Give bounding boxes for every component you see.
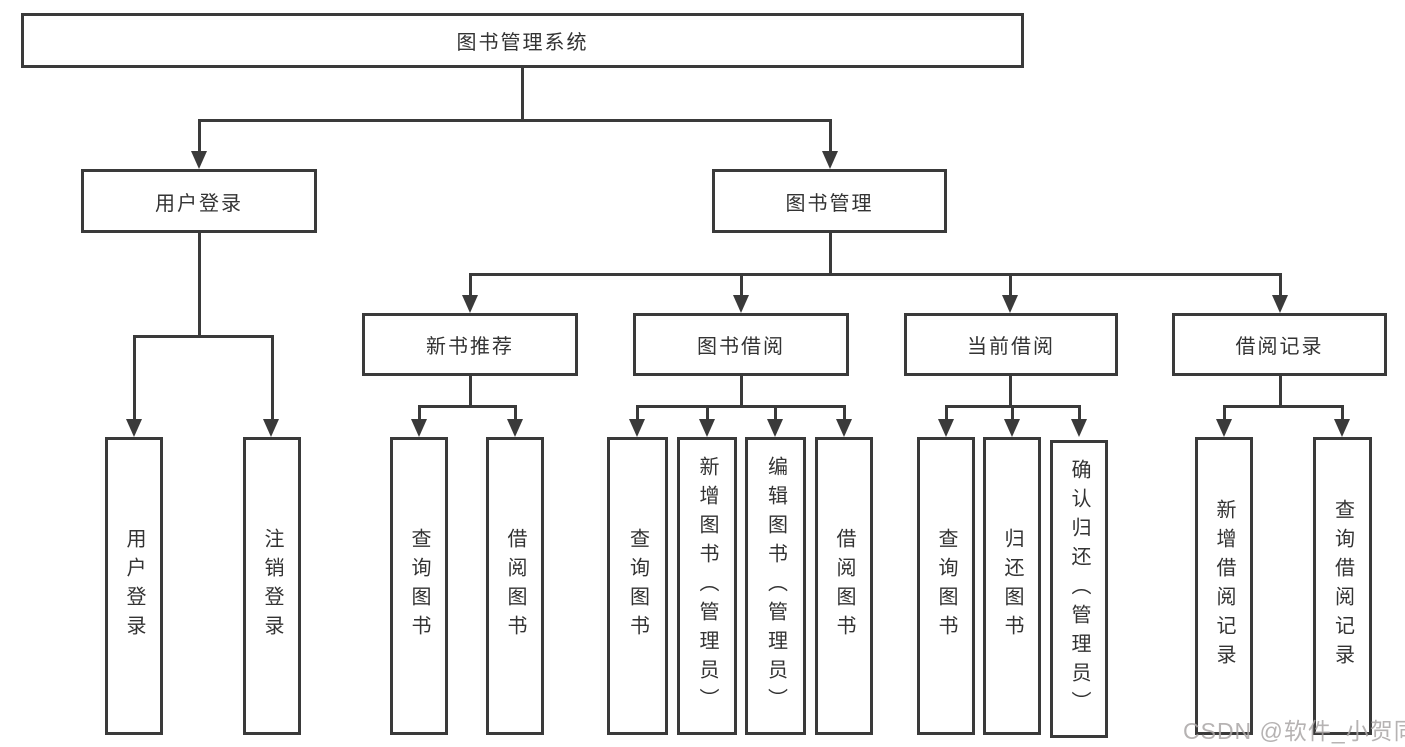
arrowhead-icon [263,419,279,437]
connector-stem [1009,376,1012,405]
connector-drop [1009,273,1012,295]
connector-drop [774,405,777,419]
connector-drop [636,405,639,419]
arrowhead-icon [836,419,852,437]
arrowhead-icon [822,151,838,169]
leaf-query-books: 查询图书 [917,437,975,735]
connector-drop [418,405,421,419]
leaf-add-book-admin: 新增图书（管理员） [677,437,737,735]
arrowhead-icon [191,151,207,169]
arrowhead-icon [699,419,715,437]
node-user-login: 用户登录 [81,169,317,233]
arrowhead-icon [938,419,954,437]
connector-drop [514,405,517,419]
connector-stem [829,233,832,273]
leaf-add-borrowing-record: 新增借阅记录 [1195,437,1253,735]
node-library-management-system: 图书管理系统 [21,13,1024,68]
arrowhead-icon [411,419,427,437]
leaf-borrow-books: 借阅图书 [486,437,544,735]
connector-root-stem [521,68,524,119]
arrowhead-icon [462,295,478,313]
arrowhead-icon [1002,295,1018,313]
connector-rail [418,405,517,408]
connector-level2-rail [198,119,832,122]
leaf-confirm-return-admin: 确认归还（管理员） [1050,440,1108,738]
connector-stem [740,376,743,405]
arrowhead-icon [1216,419,1232,437]
connector-drop [133,335,136,419]
node-borrowing-records: 借阅记录 [1172,313,1387,376]
connector-drop [829,119,832,151]
watermark: CSDN @软件_小贺同学 [1183,718,1405,744]
connector-drop [945,405,948,419]
leaf-logout: 注销登录 [243,437,301,735]
connector-drop [1078,405,1081,419]
connector-drop [1279,273,1282,295]
connector-stem [198,233,201,335]
arrowhead-icon [1004,419,1020,437]
arrowhead-icon [507,419,523,437]
connector-drop [1223,405,1226,419]
node-book-management: 图书管理 [712,169,947,233]
connector-stem [1279,376,1282,405]
connector-drop [1341,405,1344,419]
connector-rail [133,335,273,338]
leaf-query-books: 查询图书 [390,437,448,735]
connector-drop [843,405,846,419]
connector-rail [1223,405,1344,408]
arrowhead-icon [126,419,142,437]
leaf-edit-book-admin: 编辑图书（管理员） [745,437,806,735]
connector-drop [271,335,274,419]
connector-stem [469,376,472,405]
connector-level3-rail [469,273,1282,276]
arrowhead-icon [733,295,749,313]
leaf-return-books: 归还图书 [983,437,1041,735]
leaf-borrow-books: 借阅图书 [815,437,873,735]
connector-rail [636,405,846,408]
connector-drop [1011,405,1014,419]
node-new-book-recommendation: 新书推荐 [362,313,578,376]
connector-drop [469,273,472,295]
arrowhead-icon [629,419,645,437]
arrowhead-icon [1071,419,1087,437]
leaf-user-login: 用户登录 [105,437,163,735]
arrowhead-icon [1272,295,1288,313]
arrowhead-icon [1334,419,1350,437]
connector-drop [706,405,709,419]
arrowhead-icon [767,419,783,437]
node-book-borrowing: 图书借阅 [633,313,849,376]
leaf-query-books: 查询图书 [607,437,668,735]
node-current-borrowing: 当前借阅 [904,313,1118,376]
leaf-query-borrowing-record: 查询借阅记录 [1313,437,1372,735]
connector-drop [740,273,743,295]
connector-drop [198,119,201,151]
